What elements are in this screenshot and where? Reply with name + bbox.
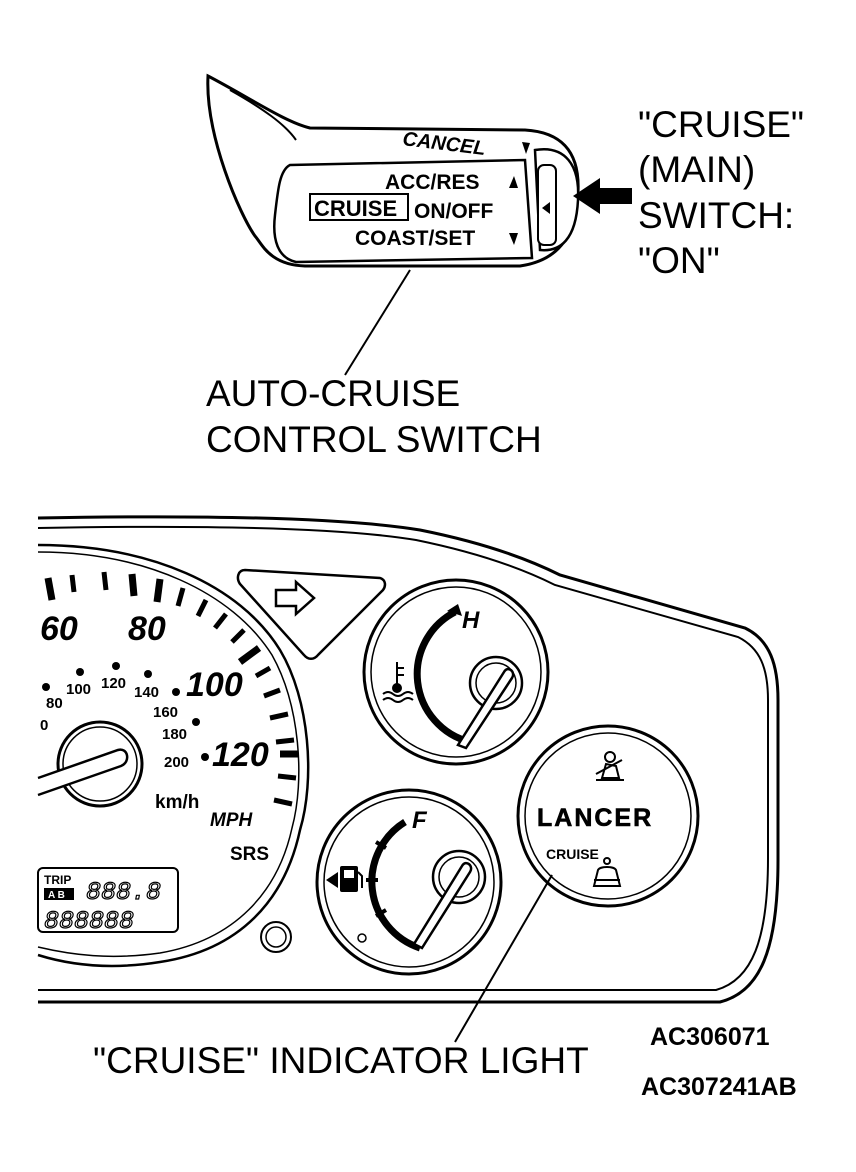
seatbelt-warning-icon xyxy=(595,751,624,781)
main-switch-line-2: (MAIN) xyxy=(638,149,755,190)
fuel-gauge: F xyxy=(315,788,503,976)
temp-h-label: H xyxy=(462,607,480,634)
kmh-tick-180: 180 xyxy=(162,726,187,743)
trip-ab-label: A B xyxy=(48,890,65,901)
instrument-cluster: 60 80 100 120 0 80 100 120 140 160 180 2… xyxy=(37,515,780,1004)
kmh-tick-200: 200 xyxy=(164,754,189,771)
cruise-control-stalk: CANCEL ACC/RES CRUISE ON/OFF COAST/SET xyxy=(206,73,632,268)
mph-tick-60: 60 xyxy=(40,610,78,648)
mph-tick-80: 80 xyxy=(128,610,166,648)
control-switch-line-2: CONTROL SWITCH xyxy=(206,419,542,460)
fuel-pump-icon xyxy=(326,866,363,892)
trip-label: TRIP xyxy=(44,873,71,887)
control-switch-callout: AUTO-CRUISE CONTROL SWITCH xyxy=(206,373,542,460)
acc-res-label: ACC/RES xyxy=(385,171,480,194)
warning-lamp-panel: LANCER CRUISE xyxy=(516,724,700,908)
fuel-needle xyxy=(412,861,473,950)
on-off-label: ON/OFF xyxy=(414,200,493,223)
speedo-needle xyxy=(37,748,129,797)
mph-unit: MPH xyxy=(210,810,254,831)
kmh-tick-160: 160 xyxy=(153,704,178,721)
cruise-switch-box xyxy=(309,193,409,221)
fuel-f-label: F xyxy=(412,807,428,834)
figure-code-1: AC306071 xyxy=(650,1023,770,1051)
trip-odometer-display: TRIP A B 888.8 888888 xyxy=(37,867,179,937)
odo-digits: 888888 xyxy=(44,907,134,936)
kmh-unit: km/h xyxy=(155,792,199,813)
door-ajar-icon xyxy=(592,857,622,887)
main-switch-callout: "CRUISE" (MAIN) SWITCH: "ON" xyxy=(638,104,804,281)
kmh-dots xyxy=(42,662,209,761)
control-switch-line-1: AUTO-CRUISE xyxy=(206,373,460,414)
trip-digits: 888.8 xyxy=(86,878,161,907)
mph-tick-120: 120 xyxy=(212,736,269,774)
indicator-leader xyxy=(454,874,553,1043)
control-switch-leader xyxy=(344,269,411,376)
cruise-indicator-lamp: CRUISE xyxy=(546,846,599,862)
main-switch-line-3: SWITCH: xyxy=(638,195,794,236)
turn-arrow-icon xyxy=(274,579,316,617)
kmh-tick-100: 100 xyxy=(66,681,91,698)
indicator-callout: "CRUISE" INDICATOR LIGHT xyxy=(93,1040,589,1081)
coolant-temp-icon xyxy=(382,662,414,703)
kmh-tick-80: 80 xyxy=(46,695,63,712)
main-switch-line-4: "ON" xyxy=(638,240,720,281)
figure-code-2: AC307241AB xyxy=(641,1073,797,1101)
brand-logo: LANCER xyxy=(537,804,653,832)
temp-needle xyxy=(456,667,515,750)
coast-set-label: COAST/SET xyxy=(355,227,475,250)
srs-label: SRS xyxy=(230,844,269,865)
speedo-ticks xyxy=(44,571,298,807)
main-switch-line-1: "CRUISE" xyxy=(638,104,804,145)
main-switch-arrow xyxy=(573,178,632,214)
mph-tick-100: 100 xyxy=(186,666,243,704)
cruise-switch-label: CRUISE xyxy=(314,196,397,221)
temperature-gauge: H xyxy=(362,578,550,766)
kmh-tick-120: 120 xyxy=(101,675,126,692)
kmh-tick-0: 0 xyxy=(40,717,48,734)
kmh-tick-140: 140 xyxy=(134,684,159,701)
